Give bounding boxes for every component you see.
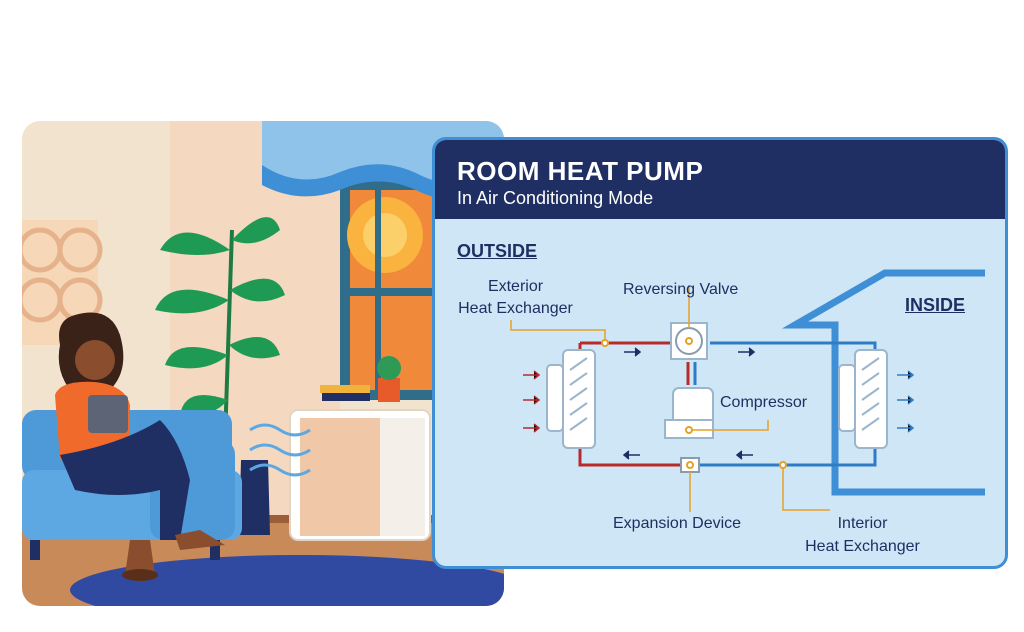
interior-heat-exchanger-label-line1: Interior xyxy=(837,515,888,532)
diagram-title: ROOM HEAT PUMP xyxy=(457,156,704,186)
warm-air-in-arrows xyxy=(523,370,541,433)
callout-lines xyxy=(510,285,830,512)
zone-outside-label: OUTSIDE xyxy=(457,241,538,261)
diagram-panel: ROOM HEAT PUMP In Air Conditioning Mode xyxy=(432,137,1008,569)
flow-arrows xyxy=(622,347,756,460)
diagram-subtitle: In Air Conditioning Mode xyxy=(457,188,654,208)
reversing-valve-label: Reversing Valve xyxy=(623,281,739,298)
books-and-cactus xyxy=(320,356,401,402)
expansion-device-label: Expansion Device xyxy=(613,515,742,532)
person-with-tablet xyxy=(55,312,225,581)
rug xyxy=(70,555,504,606)
refrigeration-cycle-diagram xyxy=(510,269,985,512)
plant xyxy=(155,217,285,535)
exterior-heat-exchanger xyxy=(546,339,609,449)
compressor-label: Compressor xyxy=(720,394,808,411)
zone-inside-label: INSIDE xyxy=(905,295,966,315)
cool-air-out-arrows xyxy=(897,370,915,433)
interior-heat-exchanger xyxy=(779,349,888,469)
window xyxy=(340,180,440,400)
diagram-header: ROOM HEAT PUMP In Air Conditioning Mode xyxy=(435,140,1005,219)
room-heat-pump-unit xyxy=(289,409,431,541)
exterior-heat-exchanger-label-line2: Heat Exchanger xyxy=(458,300,573,317)
interior-heat-exchanger-label-line2: Heat Exchanger xyxy=(805,538,920,555)
cool-air-flow xyxy=(249,423,311,477)
exterior-heat-exchanger-label-line1: Exterior xyxy=(487,278,544,295)
inside-boundary xyxy=(781,269,985,496)
